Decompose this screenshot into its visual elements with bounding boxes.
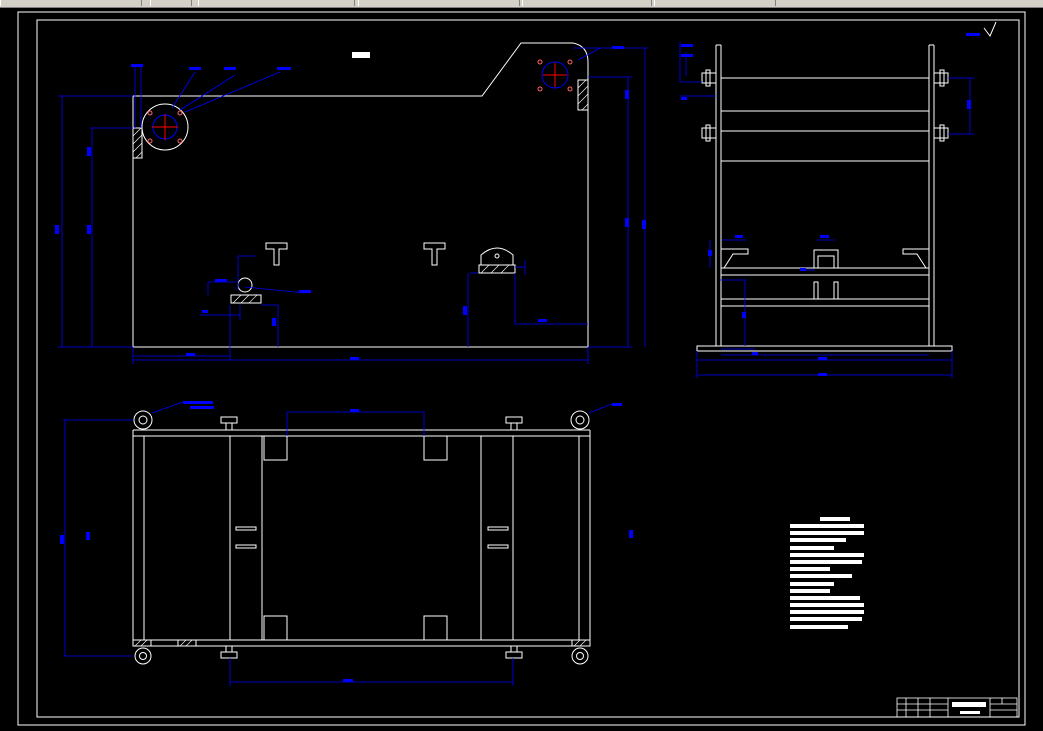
drawing-canvas[interactable] [0, 7, 1043, 731]
technical-notes [790, 517, 870, 632]
note-line [790, 559, 862, 564]
note-line [790, 610, 864, 615]
front-view-dimensions [58, 47, 648, 364]
note-line [790, 581, 834, 586]
note-line [790, 603, 864, 608]
top-view [132, 410, 591, 665]
inner-border [36, 19, 1020, 718]
note-line [790, 617, 862, 622]
technical-notes-title [820, 517, 850, 521]
side-view-labels [681, 44, 971, 376]
toolbar-field[interactable] [358, 0, 520, 6]
side-view-dimensions [679, 42, 974, 378]
toolbar-field[interactable] [522, 0, 652, 6]
front-view-title-mark [352, 52, 370, 58]
note-line [790, 595, 860, 600]
note-line [790, 545, 834, 550]
outer-border [17, 11, 1026, 726]
side-view [696, 44, 953, 352]
note-line [790, 552, 864, 557]
note-line [790, 588, 830, 593]
top-view-dimensions [63, 401, 613, 686]
toolbar-field[interactable] [0, 0, 142, 6]
title-block [896, 697, 1018, 718]
note-line [790, 538, 846, 543]
front-view-labels [55, 46, 646, 360]
note-line [790, 574, 852, 579]
top-view-hatching [134, 639, 587, 647]
toolbar-field[interactable] [198, 0, 355, 6]
note-line [790, 567, 830, 572]
front-view-hatching [132, 79, 589, 304]
front-view [132, 42, 589, 348]
cad-toolbar [0, 0, 1043, 8]
note-line [790, 531, 864, 536]
note-line [790, 624, 848, 629]
surface-finish-symbol [966, 21, 997, 37]
note-line [790, 524, 864, 528]
top-view-labels [60, 401, 633, 682]
toolbar-field[interactable] [150, 0, 192, 6]
toolbar-field[interactable] [654, 0, 776, 6]
